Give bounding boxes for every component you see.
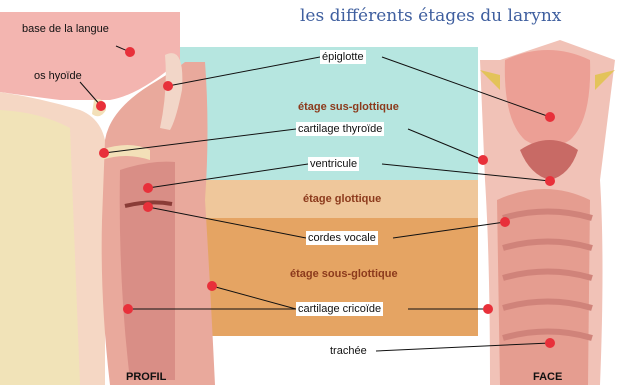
marker-dot (545, 112, 555, 122)
marker-dot (163, 81, 173, 91)
marker-dot (207, 281, 217, 291)
view-label-face: FACE (533, 371, 562, 383)
label-cartilage-cricoide: cartilage cricoïde (296, 302, 383, 316)
glottic-label: étage glottique (303, 193, 381, 205)
marker-dot (99, 148, 109, 158)
marker-dot (143, 202, 153, 212)
marker-dot (483, 304, 493, 314)
marker-dot (545, 338, 555, 348)
marker-dot (123, 304, 133, 314)
label-cartilage-thyroide: cartilage thyroïde (296, 122, 384, 136)
label-base-langue: base de la langue (20, 22, 111, 36)
marker-dot (500, 217, 510, 227)
view-label-profil: PROFIL (126, 371, 166, 383)
diagram-title: les différents étages du larynx (300, 6, 561, 26)
marker-dot (96, 101, 106, 111)
marker-dot (478, 155, 488, 165)
profile-view-anatomy (0, 12, 215, 385)
marker-dot (545, 176, 555, 186)
face-view-anatomy (480, 40, 615, 385)
label-cordes-vocale: cordes vocale (306, 231, 378, 245)
marker-dot (143, 183, 153, 193)
label-epiglotte: épiglotte (320, 50, 366, 64)
subglottic-label: étage sous-glottique (290, 268, 398, 280)
label-ventricule: ventricule (308, 157, 359, 171)
label-trachee: trachée (328, 344, 369, 358)
marker-dot (125, 47, 135, 57)
supraglottic-label: étage sus-glottique (298, 101, 399, 113)
label-os-hyoide: os hyoïde (32, 69, 84, 83)
